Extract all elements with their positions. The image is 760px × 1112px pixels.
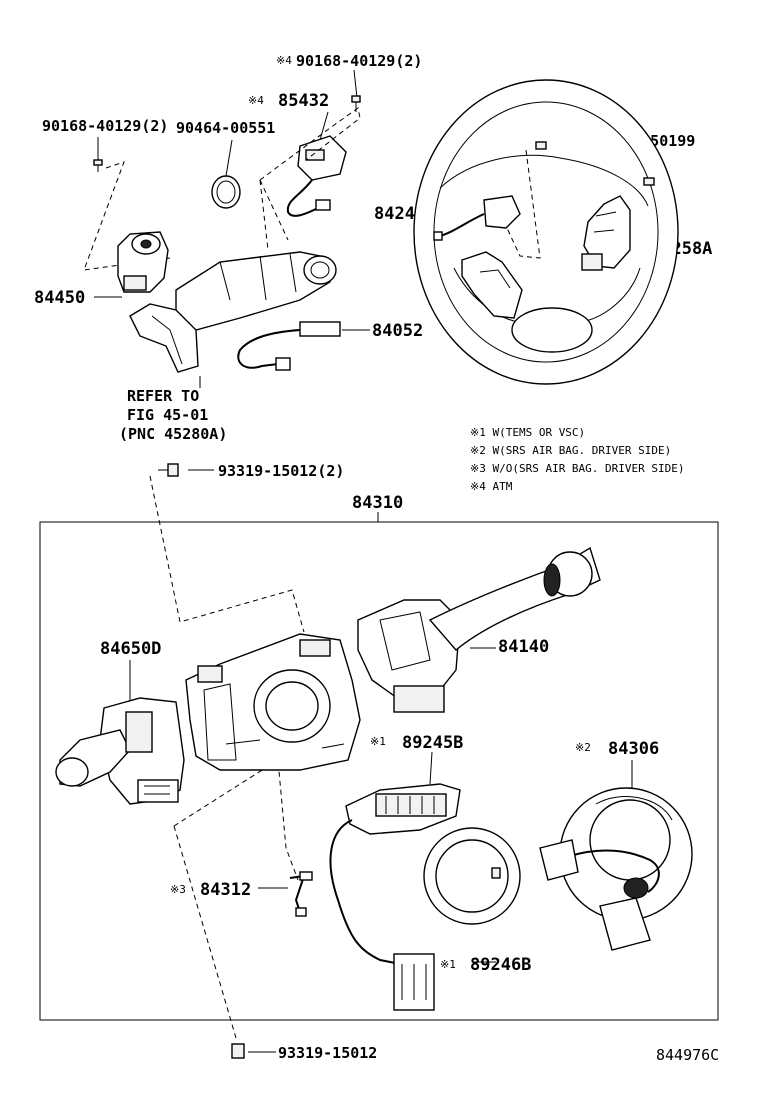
legend-line-4: ※4 ATM <box>470 480 513 493</box>
label-89246b[interactable]: 89246B <box>470 955 531 975</box>
label-89245b[interactable]: 89245B <box>402 733 463 753</box>
wiper-switch-84140[interactable] <box>357 546 601 713</box>
screw-icon[interactable] <box>158 463 179 477</box>
steering-pad-switch-right[interactable] <box>581 195 631 271</box>
ignition-switch[interactable] <box>117 231 169 293</box>
mark-89246b: ※1 <box>440 958 456 971</box>
sensor-ring-89246b[interactable] <box>423 827 521 925</box>
label-84450[interactable]: 84450 <box>34 288 85 308</box>
screw-icon[interactable] <box>93 159 103 172</box>
steering-wheel-group <box>413 79 679 385</box>
screw-icon[interactable] <box>643 177 655 186</box>
label-refer-line3: (PNC 45280A) <box>119 425 227 443</box>
screw-icon[interactable] <box>351 95 361 112</box>
label-84312[interactable]: 84312 <box>200 880 251 900</box>
headlight-switch-84650d[interactable] <box>55 697 185 805</box>
mark-84312: ※3 <box>170 883 186 896</box>
mark-90168-top: ※4 <box>276 54 292 67</box>
legend-line-3: ※3 W/O(SRS AIR BAG. DRIVER SIDE) <box>470 462 685 475</box>
label-90464-00551[interactable]: 90464-00551 <box>176 119 275 137</box>
label-90168-40129-left[interactable]: 90168-40129(2) <box>42 117 168 135</box>
mark-85432: ※4 <box>248 94 264 107</box>
label-84650d[interactable]: 84650D <box>100 639 161 659</box>
legend-line-2: ※2 W(SRS AIR BAG. DRIVER SIDE) <box>470 444 671 457</box>
column-assembly-group <box>83 95 361 373</box>
steering-wheel[interactable] <box>413 79 679 385</box>
wire-harness-84052[interactable] <box>237 321 341 371</box>
spiral-cable-84306[interactable] <box>539 787 693 951</box>
label-84306[interactable]: 84306 <box>608 739 659 759</box>
label-refer-line1: REFER TO <box>127 387 199 405</box>
assembly-frame-84310 <box>39 521 719 1021</box>
label-93319-15012-top[interactable]: 93319-15012(2) <box>218 462 344 480</box>
steering-sensor-89245b[interactable] <box>329 783 461 1011</box>
mark-89245b: ※1 <box>370 735 386 748</box>
clamp-ring[interactable] <box>211 175 241 209</box>
screw-icon[interactable] <box>231 1043 245 1059</box>
label-84052[interactable]: 84052 <box>372 321 423 341</box>
label-84140[interactable]: 84140 <box>498 637 549 657</box>
wire-84312[interactable] <box>289 871 313 917</box>
shift-lock-switch[interactable] <box>286 135 347 217</box>
mark-84306: ※2 <box>575 741 591 754</box>
screw-icon[interactable] <box>535 141 547 150</box>
steering-pad-switch-left[interactable] <box>433 195 523 319</box>
label-85432[interactable]: 85432 <box>278 91 329 111</box>
legend-line-1: ※1 W(TEMS OR VSC) <box>470 426 585 439</box>
label-93319-15012-bottom[interactable]: 93319-15012 <box>278 1044 377 1062</box>
diagram-ref-code: 844976C <box>656 1046 719 1064</box>
label-refer-line2[interactable]: FIG 45-01 <box>127 406 208 424</box>
steering-column[interactable] <box>129 251 337 373</box>
label-90168-40129-top[interactable]: 90168-40129(2) <box>296 52 422 70</box>
label-84310[interactable]: 84310 <box>352 493 403 513</box>
switch-base-frame[interactable] <box>185 633 361 771</box>
combination-switch-box <box>39 463 719 1059</box>
